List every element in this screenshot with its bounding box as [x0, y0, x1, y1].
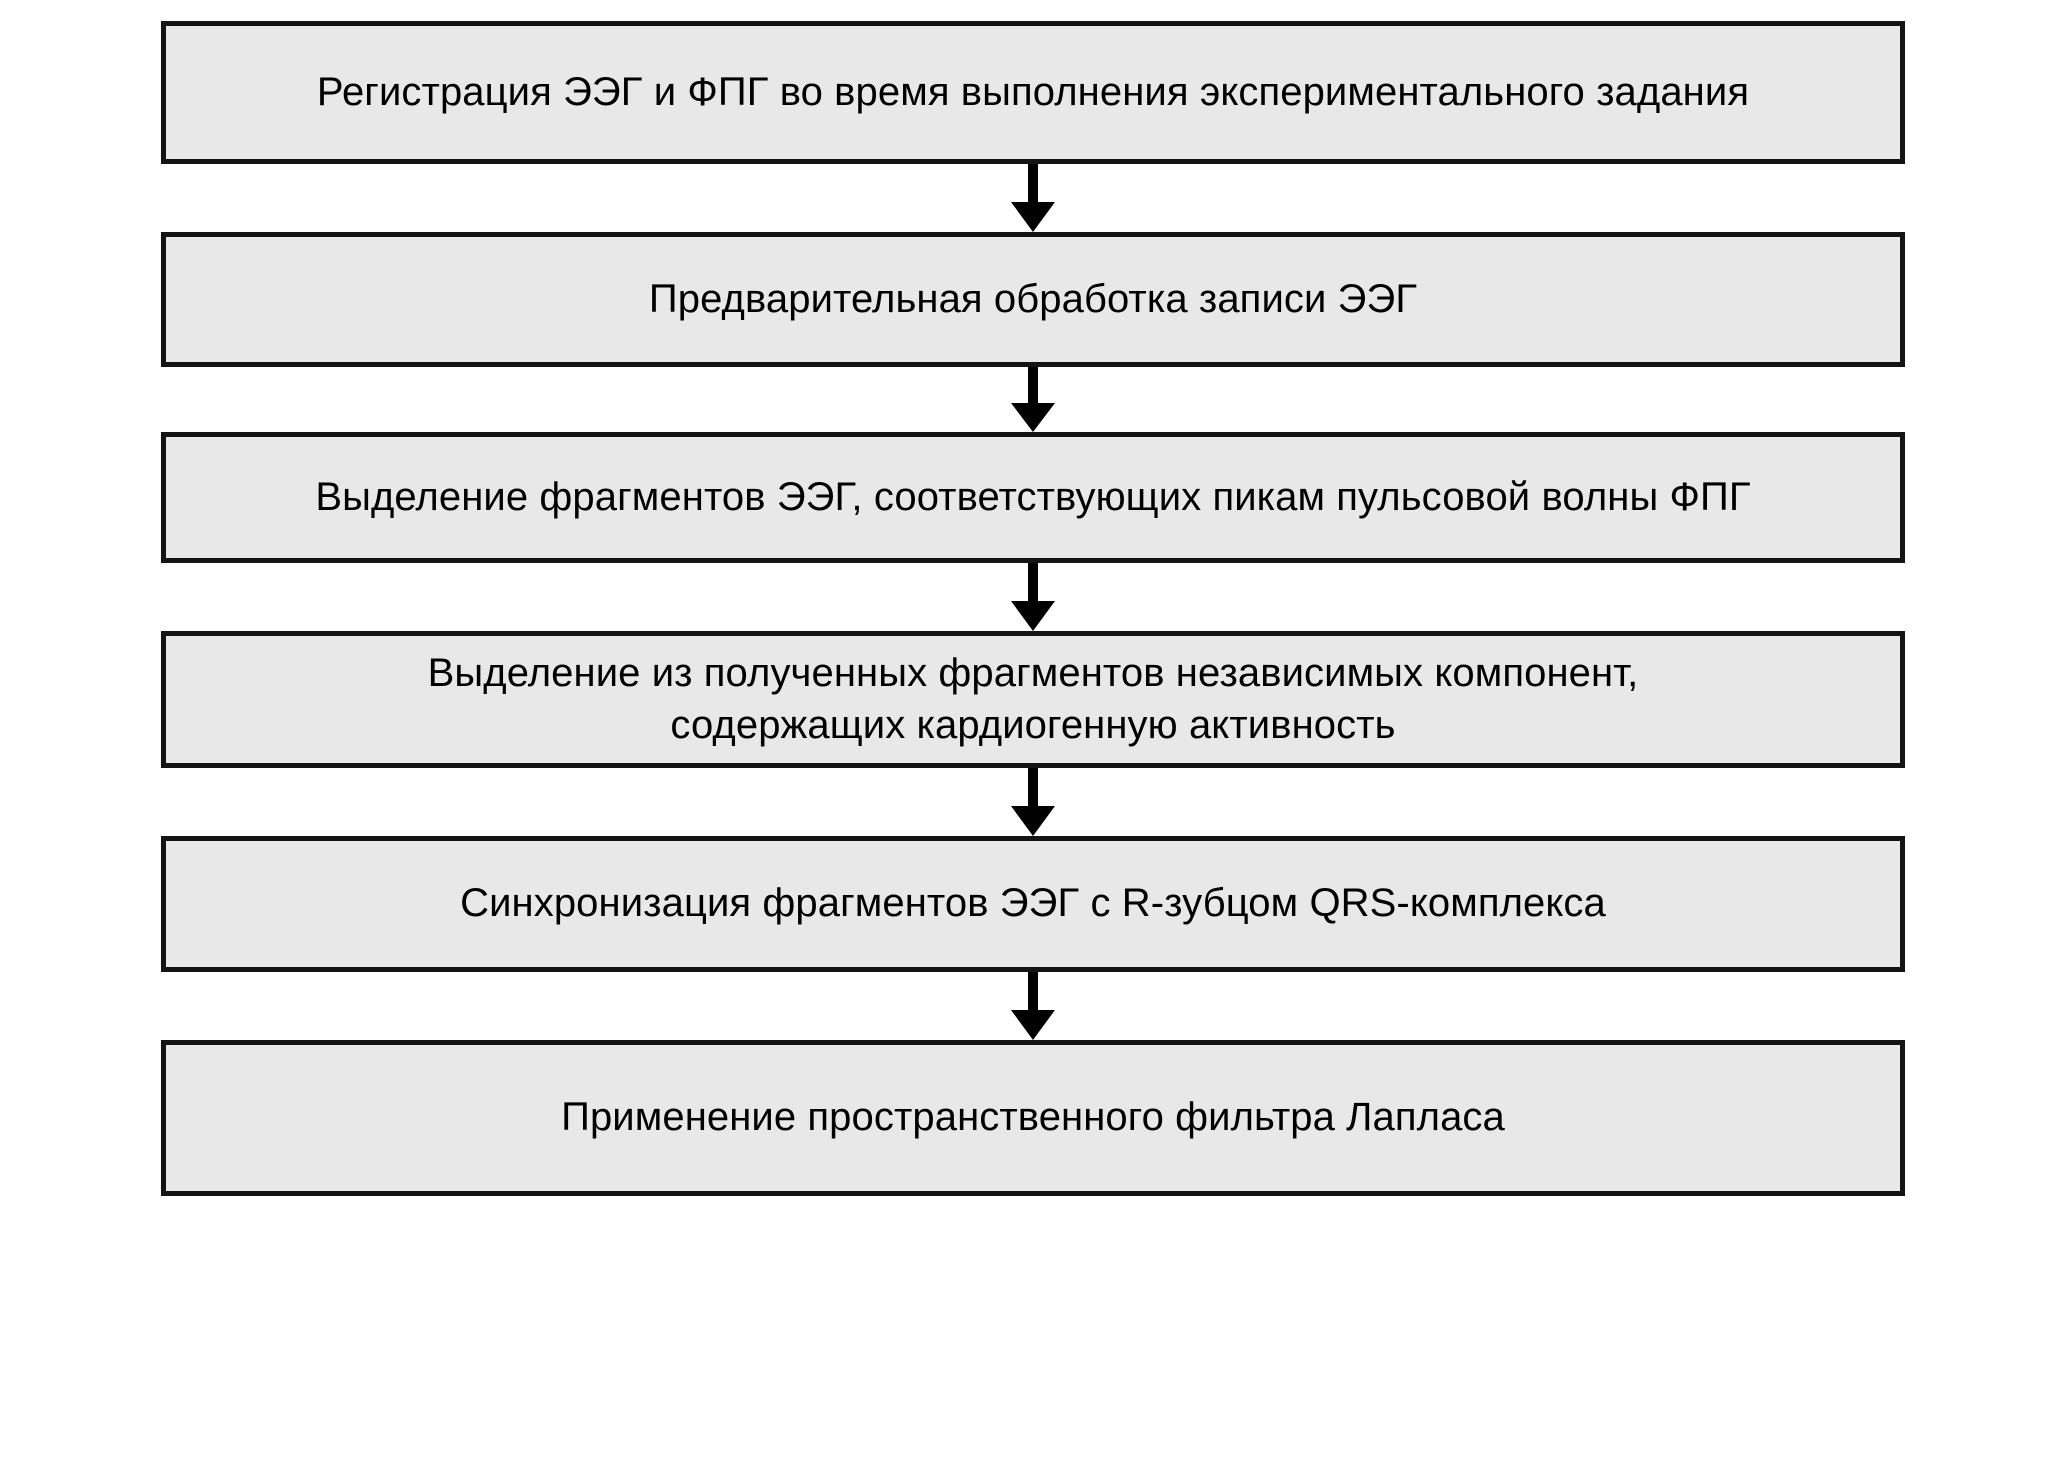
flowchart: Регистрация ЭЭГ и ФПГ во время выполнени… — [161, 0, 1905, 1475]
flowchart-node-5-label: Синхронизация фрагментов ЭЭГ с R-зубцом … — [460, 881, 1606, 926]
flowchart-node-5[interactable]: Синхронизация фрагментов ЭЭГ с R-зубцом … — [161, 836, 1905, 972]
flowchart-arrow-3 — [161, 563, 1905, 631]
flowchart-node-3[interactable]: Выделение фрагментов ЭЭГ, соответствующи… — [161, 432, 1905, 563]
flowchart-arrow-5 — [161, 972, 1905, 1040]
arrow-down-icon — [1011, 972, 1055, 1040]
flowchart-node-6[interactable]: Применение пространственного фильтра Лап… — [161, 1040, 1905, 1196]
flowchart-node-4[interactable]: Выделение из полученных фрагментов незав… — [161, 631, 1905, 768]
arrow-down-icon — [1011, 563, 1055, 631]
flowchart-arrow-4 — [161, 768, 1905, 836]
arrow-down-icon — [1011, 768, 1055, 836]
arrow-down-icon — [1011, 164, 1055, 232]
flowchart-node-4-label: Выделение из полученных фрагментов незав… — [427, 651, 1639, 747]
arrow-down-icon — [1011, 367, 1055, 432]
flowchart-arrow-1 — [161, 164, 1905, 232]
flowchart-node-2[interactable]: Предварительная обработка записи ЭЭГ — [161, 232, 1905, 367]
flowchart-node-1-label: Регистрация ЭЭГ и ФПГ во время выполнени… — [316, 69, 1750, 114]
flowchart-node-6-label: Применение пространственного фильтра Лап… — [561, 1095, 1505, 1140]
flowchart-node-1[interactable]: Регистрация ЭЭГ и ФПГ во время выполнени… — [161, 21, 1905, 164]
flowchart-node-3-label: Выделение фрагментов ЭЭГ, соответствующи… — [315, 474, 1751, 519]
flowchart-arrow-2 — [161, 367, 1905, 432]
flowchart-node-2-label: Предварительная обработка записи ЭЭГ — [648, 276, 1418, 321]
